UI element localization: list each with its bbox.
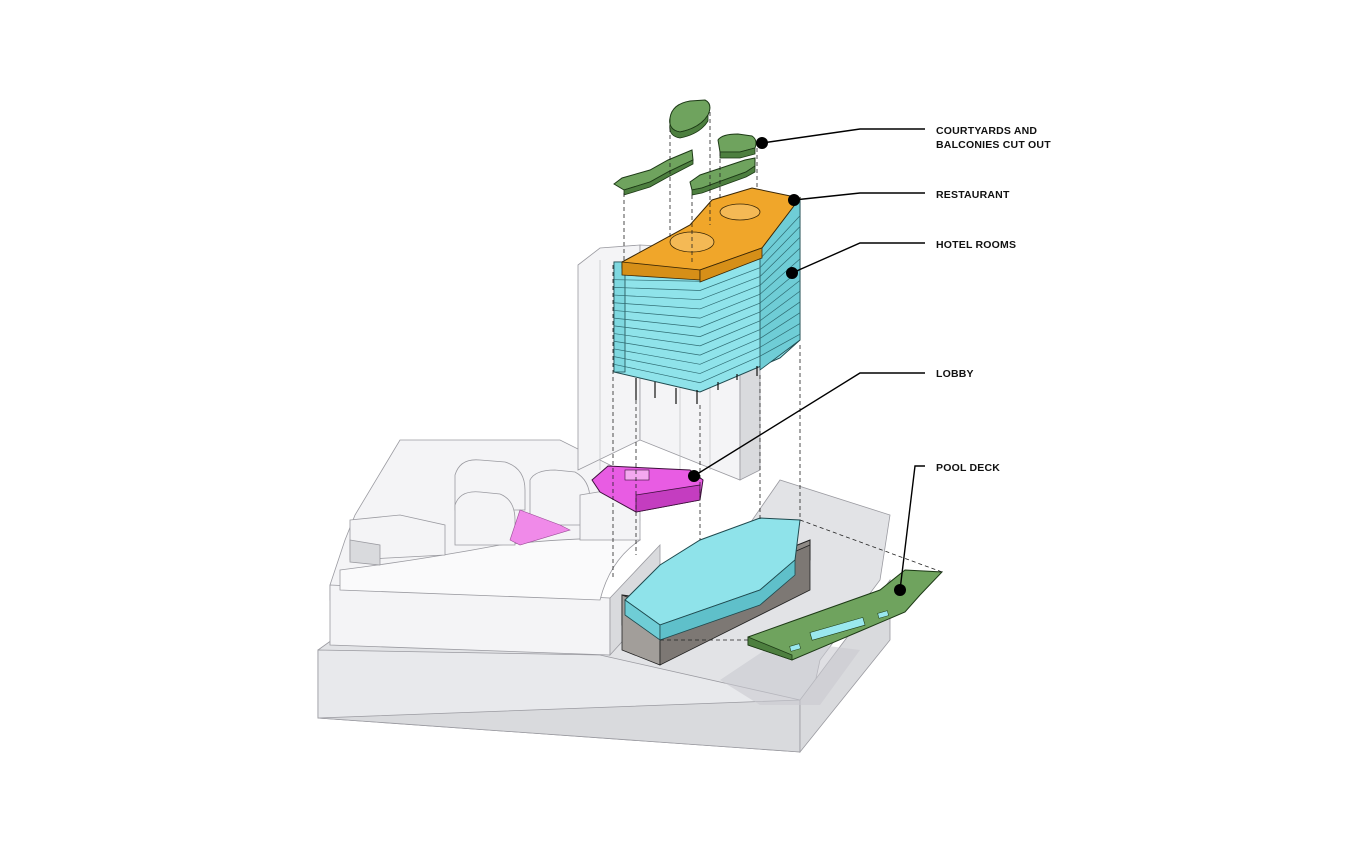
svg-text:COURTYARDS AND BALCONIES: COURTYARDS AND BALCONIES CUT OUT xyxy=(936,125,1051,151)
ground-shadow xyxy=(720,640,860,705)
callout-pool-deck-label: POOL DECK xyxy=(936,462,1000,474)
pool-deck xyxy=(747,569,944,661)
callout-restaurant-label: RESTAURANT xyxy=(936,189,1010,201)
callout-courtyards: COURTYARDS AND BALCONIES CUT OUT xyxy=(756,125,1051,151)
floor-line xyxy=(613,323,801,374)
callout-courtyards-line1: COURTYARDS AND xyxy=(936,125,1037,137)
courtyard-cutouts xyxy=(613,99,757,196)
callout-dot xyxy=(756,137,768,149)
callout-hotel-rooms-label: HOTEL ROOMS xyxy=(936,239,1016,251)
callout-dot xyxy=(786,267,798,279)
floor-line xyxy=(613,226,801,291)
floor-line xyxy=(613,290,801,347)
floor-line xyxy=(613,258,801,319)
podium-lobby-patch xyxy=(509,509,571,546)
podium-block xyxy=(621,517,811,666)
floor-line xyxy=(613,269,801,328)
projection-lines xyxy=(612,112,943,641)
floor-line xyxy=(613,333,801,384)
hotel-rooms-volume xyxy=(613,196,801,404)
floor-line xyxy=(613,247,801,310)
callout-lobby: LOBBY xyxy=(688,368,974,482)
restaurant-volume xyxy=(621,187,801,283)
callout-pool-deck: POOL DECK xyxy=(894,462,1000,596)
callout-dot xyxy=(788,194,800,206)
callout-dot xyxy=(688,470,700,482)
callout-hotel-rooms: HOTEL ROOMS xyxy=(786,239,1016,279)
callout-restaurant: RESTAURANT xyxy=(788,189,1010,206)
callout-lobby-label: LOBBY xyxy=(936,368,974,380)
callout-courtyards-line2: BALCONIES CUT OUT xyxy=(936,139,1051,151)
floor-line xyxy=(613,312,801,365)
hotel-floor-lines xyxy=(613,215,801,384)
lobby-volume xyxy=(591,465,704,513)
floor-line xyxy=(613,280,801,337)
floor-line xyxy=(613,301,801,356)
floor-line xyxy=(613,237,801,301)
callout-dot xyxy=(894,584,906,596)
pool-icon xyxy=(809,617,866,641)
